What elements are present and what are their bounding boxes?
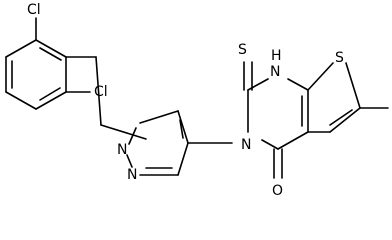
benzyl-ch2-stub bbox=[95, 56, 102, 126]
thiophene-ring bbox=[307, 62, 361, 133]
atom-label-n-pyrimidine: N bbox=[241, 137, 251, 153]
pyrazole-ring bbox=[126, 110, 189, 176]
pyrimidine-ring bbox=[247, 78, 309, 150]
atom-label-nh: N bbox=[270, 64, 280, 80]
dichlorophenyl-ring bbox=[5, 39, 67, 110]
atom-label-cl-ortho: Cl bbox=[94, 84, 108, 100]
atom-label-n-pyrazole-1: N bbox=[117, 142, 127, 158]
atom-label-s-thiophene: S bbox=[335, 50, 344, 66]
atom-label-n-pyrazole-2: N bbox=[127, 167, 137, 183]
atom-label-cl-top: Cl bbox=[27, 2, 41, 18]
molecular-structure-diagram: Cl Cl N N N N H S S O bbox=[5, 2, 389, 199]
atom-label-o-carbonyl: O bbox=[272, 183, 283, 199]
atom-label-s-thione: S bbox=[238, 42, 247, 58]
atom-label-h: H bbox=[271, 48, 282, 64]
bond-ch2-to-n1 bbox=[100, 124, 147, 140]
